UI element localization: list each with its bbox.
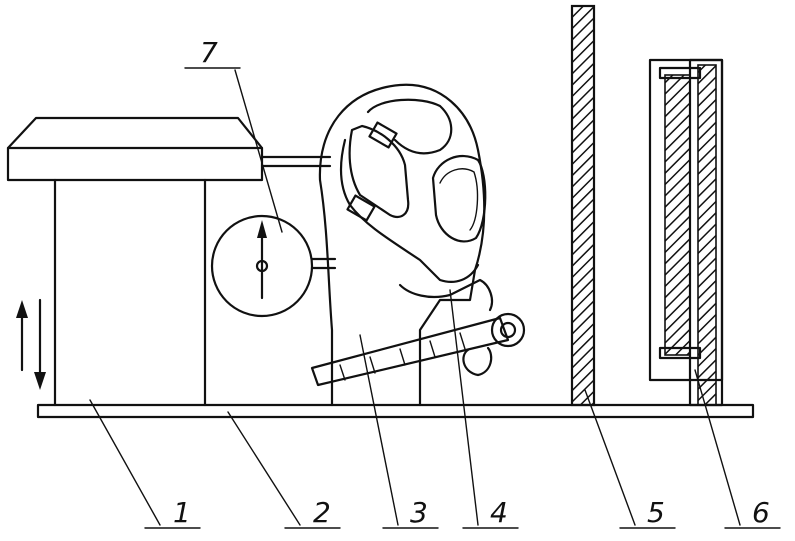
- callout-7: 7: [200, 36, 218, 69]
- callout-1: 1: [173, 496, 191, 529]
- callout-4: 4: [490, 496, 508, 529]
- callout-6: 6: [752, 496, 770, 529]
- callout-3: 3: [410, 496, 428, 529]
- dial-gauge: [210, 214, 337, 318]
- head-dummy: [318, 83, 526, 407]
- stand-cabinet: [6, 116, 332, 407]
- callout-2: 2: [313, 496, 331, 529]
- leader-1: [89, 399, 161, 526]
- callout-labels: 1 2 3 4 5 6 7: [173, 36, 770, 529]
- mirror-panel: [648, 58, 724, 407]
- vertical-motion-arrows: [16, 298, 46, 390]
- base-plate: [36, 403, 755, 419]
- corrugated-hose: [310, 316, 510, 387]
- leader-7: [234, 69, 283, 233]
- callout-5: 5: [647, 496, 665, 529]
- leader-3: [359, 334, 399, 526]
- leader-5: [584, 389, 636, 526]
- leader-2: [227, 411, 301, 526]
- leader-lines: [89, 67, 781, 529]
- leader-6: [694, 369, 741, 526]
- hatched-wall: [570, 4, 596, 407]
- leader-4: [449, 289, 479, 526]
